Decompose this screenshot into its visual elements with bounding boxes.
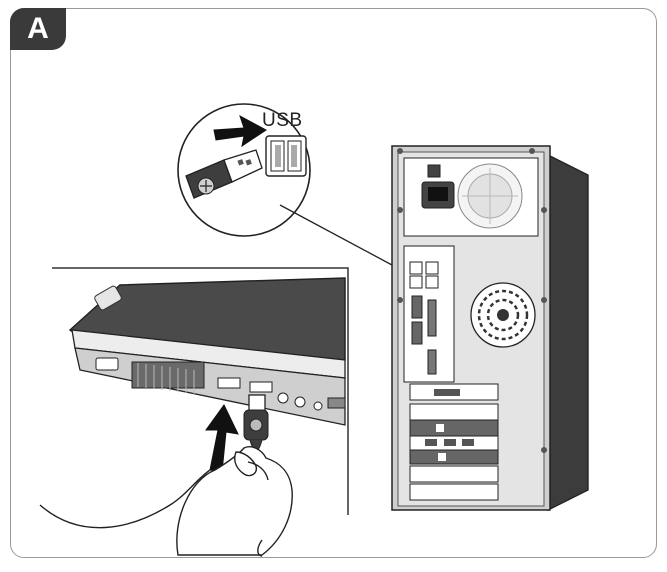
audio-jack-1 bbox=[277, 392, 289, 404]
hand bbox=[39, 446, 293, 557]
laptop bbox=[52, 267, 349, 515]
laptop-usb-port-2 bbox=[249, 381, 273, 393]
power-socket-icon bbox=[421, 164, 455, 209]
usb-port-label: USB bbox=[262, 110, 303, 131]
usb-callout bbox=[177, 103, 393, 266]
usb-connector-icon bbox=[185, 149, 263, 199]
audio-jack-2 bbox=[294, 396, 306, 408]
desktop-tower bbox=[391, 145, 589, 512]
usb-plug bbox=[243, 394, 269, 452]
arrow-right-icon bbox=[213, 114, 267, 148]
fan-grille-icon bbox=[470, 282, 536, 348]
laptop-vga-port bbox=[95, 357, 119, 371]
psu-fan-icon bbox=[457, 163, 523, 229]
usb-port-icon bbox=[265, 135, 307, 177]
panel-label: A bbox=[10, 8, 66, 50]
laptop-vent bbox=[131, 361, 205, 394]
laptop-usb-port-1 bbox=[217, 377, 241, 389]
